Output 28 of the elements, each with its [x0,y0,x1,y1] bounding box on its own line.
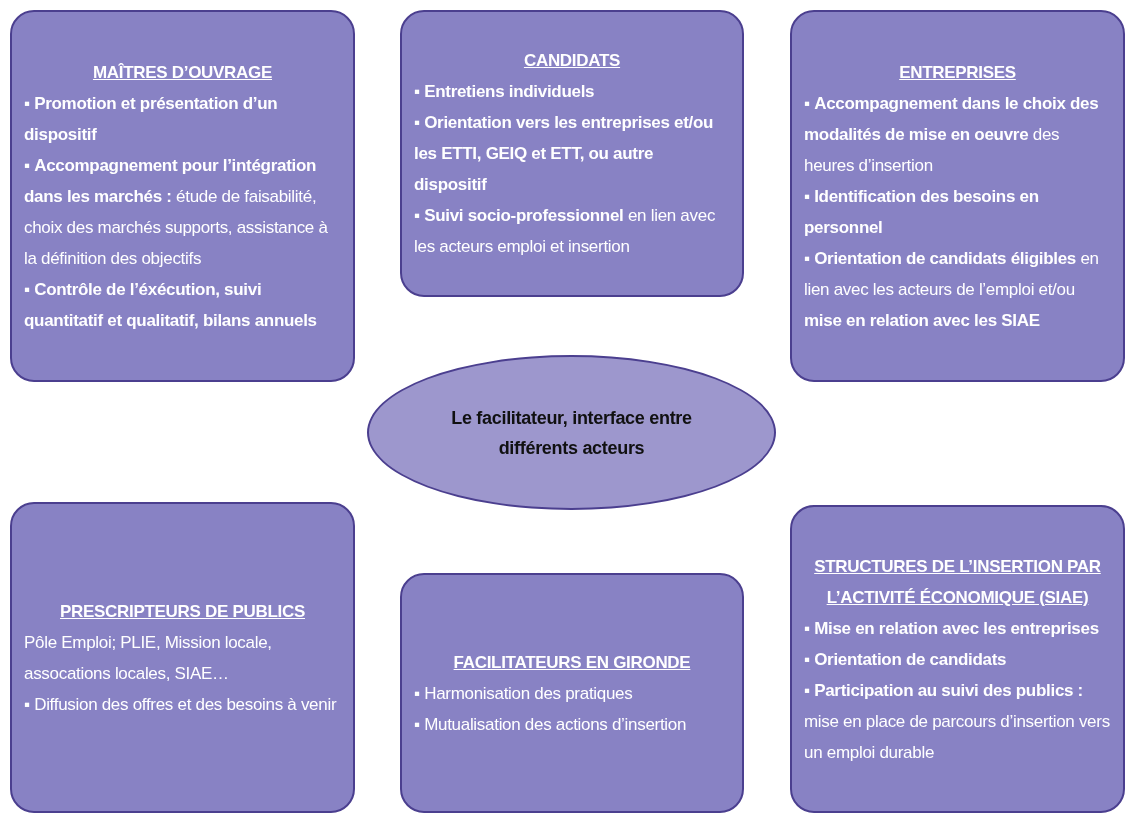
bullet-text: Pôle Emploi; PLIE, Mission locale, assocations locales, SIAE… [24,631,273,685]
box-heading: MAÎTRES D’OUVRAGE [91,61,274,84]
center-text: Le facilitateur, interface entre différents acteurs [450,406,693,460]
actor-box [790,10,1125,382]
actor-box [10,10,355,382]
box-heading: FACILITATEURS EN GIRONDE [452,651,692,674]
bullet-text: ▪ Accompagnement dans le choix des modalités de mise en oeuvre des heures d’insertion [804,92,1100,177]
box-heading: CANDIDATS [522,50,622,72]
bullet-text: ▪ Orientation de candidats éligibles en lien avec les acteurs de l’emploi et/ou mise en relation avec les SIAE [804,247,1100,332]
bullet-text: ▪ Identification des besoins en personnel [804,185,1040,239]
box-heading: ENTREPRISES [898,61,1017,84]
bullet-text: ▪ Contrôle de l’éxécution, suivi quantitatif et qualitatif, bilans annuels [24,278,318,332]
box-heading: PRESCRIPTEURS DE PUBLICS [59,600,306,623]
bullet-text: ▪ Accompagnement pour l’intégration dans les marchés : étude de faisabilité, choix des marchés supports, assistance à la définition des objectifs [24,154,329,270]
bullet-text: ▪ Promotion et présentation d’un dispositif [24,92,279,146]
actor-box [10,502,355,813]
bullet-text: ▪ Entretiens individuels [414,81,596,103]
bullet-text: ▪ Diffusion des offres et des besoins à venir [24,693,338,716]
bullet-text: ▪ Suivi socio-professionnel en lien avec les acteurs emploi et insertion [414,205,717,258]
bullet-text: ▪ Harmonisation des pratiques [414,682,634,705]
actor-box [400,573,744,813]
bullet-text: ▪ Mutualisation des actions d’insertion [414,713,688,736]
bullet-text: ▪ Participation au suivi des publics : mise en place de parcours d’insertion vers un emploi durable [804,679,1111,764]
box-heading: STRUCTURES DE L’INSERTION PAR L’ACTIVITÉ ÉCONOMIQUE (SIAE) [813,555,1102,609]
actor-box [400,10,744,297]
bullet-text: ▪ Mise en relation avec les entreprises [804,617,1100,640]
bullet-text: ▪ Orientation de candidats [804,648,1008,671]
actor-box [790,505,1125,813]
